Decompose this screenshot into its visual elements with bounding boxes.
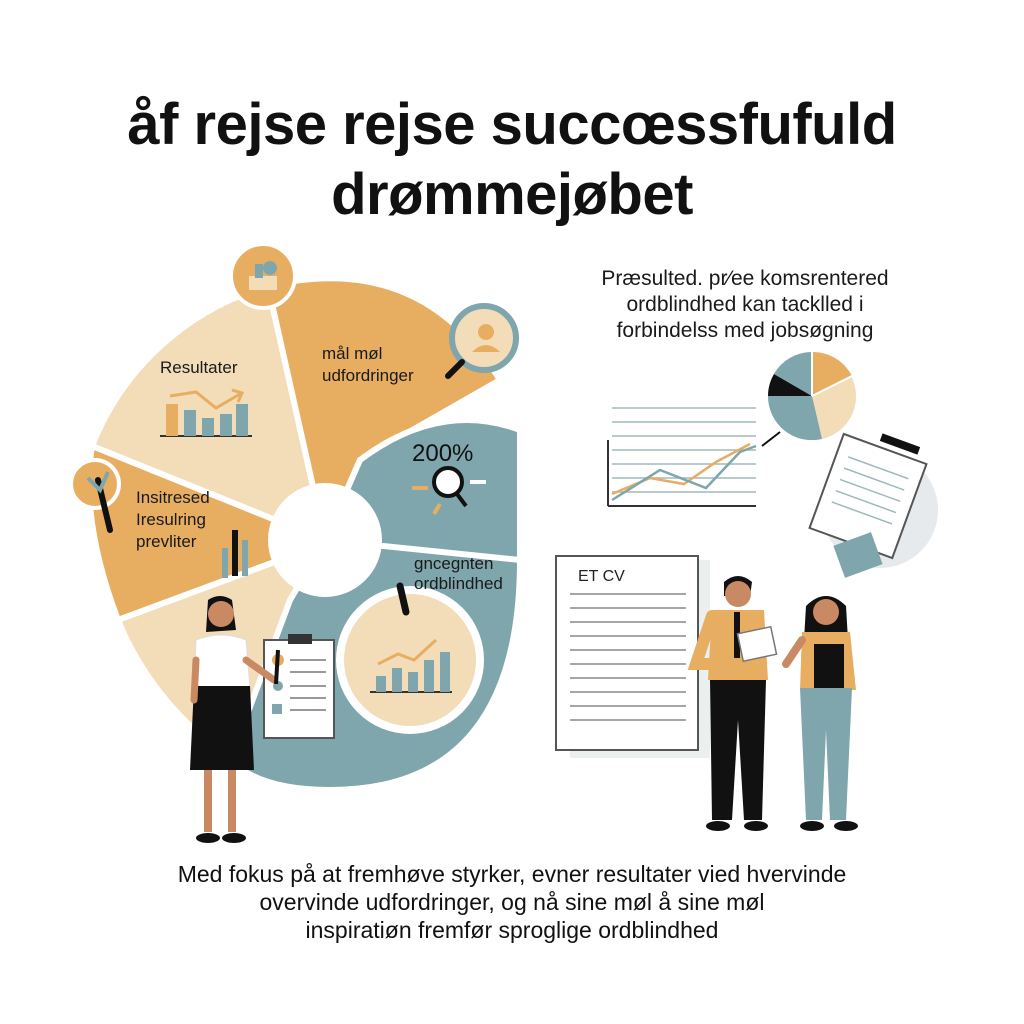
resultater-bar-chart-icon [160,388,252,437]
cv-label: ET CV [578,568,625,585]
percent-label: 200% [412,440,474,467]
segment-label-iresulring: Iresulring [136,510,206,529]
woman-presenter-figure [190,596,280,843]
woman-right-figure [782,596,858,831]
document-clip-icon [808,432,938,578]
page-title-line1: åf rejse rejse succœssfufuld [127,92,897,157]
magnifier-person-icon [445,303,519,379]
side-line3: forbindelss med jobsøgning [616,319,874,342]
bar-chart-icon [336,582,484,734]
segment-label-ordblindhed: ordblindhed [414,574,503,593]
cv-document-icon [555,555,710,758]
bottom-line3: inspiratiøn fremfør sproglige ordblindhe… [305,917,719,943]
pie-chart-icon [767,351,857,441]
segment-label-insitresed: Insitresed [136,488,210,507]
pens-icon [222,530,248,578]
line-chart-icon [607,407,781,507]
page-title-line2: drømmejøbet [331,162,693,227]
bottom-line2: overvinde udfordringer, og nå sine møl å… [259,889,765,915]
side-line1: Præsulted. pr⁄ee komsrentered [601,267,889,290]
segment-label-mal: mål møl [322,344,383,363]
clipboard-icon [263,634,335,739]
man-figure [687,576,778,831]
segment-label-gncegnten: gncegnten [414,554,494,573]
magnifier-icon [412,466,486,516]
side-description: Præsulted. pr⁄ee komsrentered ordblindhe… [560,266,930,344]
segment-label-resultater: Resultater [160,358,238,377]
bottom-line1: Med fokus på at fremhøve styrker, evner … [177,861,847,887]
insight-icon [69,458,121,533]
segment-label-udfordringer: udfordringer [322,366,414,385]
chess-icon [229,242,297,310]
wheel-center [268,483,382,597]
segment-label-prevliter: prevliter [136,532,197,551]
side-line2: ordblindhed kan tacklled i [626,293,864,316]
